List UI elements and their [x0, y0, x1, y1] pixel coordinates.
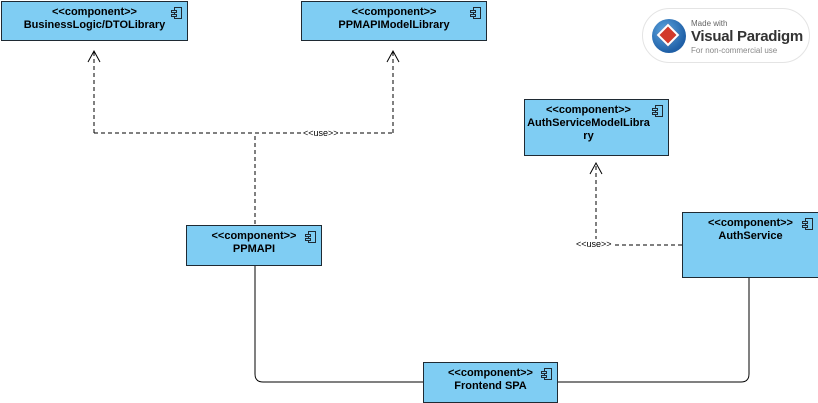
stereotype-label: <<component>>: [351, 6, 437, 18]
stereotype-label: <<component>>: [448, 367, 533, 379]
component-businesslogic[interactable]: <<component>> BusinessLogic/DTOLibrary: [1, 1, 188, 41]
component-name: AuthServiceModelLibrary: [527, 117, 650, 142]
component-icon: [171, 7, 182, 19]
component-name: AuthService: [718, 230, 783, 242]
component-name: PPMAPIModelLibrary: [338, 19, 450, 31]
dependency-label-ppmapi: <<use>>: [302, 128, 340, 138]
arrowhead-businesslogic: [87, 49, 101, 63]
watermark-line1: Made with: [691, 19, 728, 28]
component-name: Frontend SPA: [454, 380, 527, 392]
component-name: BusinessLogic/DTOLibrary: [23, 19, 166, 31]
component-icon: [541, 368, 552, 380]
watermark-brand: Visual Paradigm: [691, 28, 803, 45]
component-icon: [305, 231, 316, 243]
component-ppmapi[interactable]: <<component>> PPMAPI: [186, 225, 322, 266]
dependency-label-authservice: <<use>>: [575, 239, 613, 249]
stereotype-label: <<component>>: [708, 217, 793, 229]
stereotype-label: <<component>>: [52, 6, 137, 18]
stereotype-label: <<component>>: [211, 230, 297, 242]
component-name: PPMAPI: [232, 243, 276, 255]
watermark-line3: For non-commercial use: [691, 46, 778, 55]
stereotype-label: <<component>>: [546, 104, 631, 116]
use-dependency-ppmapi: [93, 52, 394, 224]
component-ppmapimodel[interactable]: <<component>> PPMAPIModelLibrary: [301, 1, 487, 41]
use-dependency-authservice: [595, 165, 682, 246]
arrowhead-ppmapimodel: [386, 49, 400, 63]
arrowhead-authservicemodel: [589, 161, 603, 175]
globe-logo-icon: [652, 19, 686, 53]
association-authservice-frontend: [558, 278, 750, 383]
component-frontend[interactable]: <<component>> Frontend SPA: [423, 362, 558, 403]
component-authservice[interactable]: <<component>> AuthService: [682, 212, 818, 278]
association-ppmapi-frontend: [254, 266, 423, 383]
component-icon: [470, 7, 481, 19]
component-icon: [652, 105, 663, 117]
visual-paradigm-watermark: Made with Visual Paradigm For non-commer…: [642, 8, 810, 63]
component-icon: [802, 218, 813, 230]
component-authservicemodel[interactable]: <<component>> AuthServiceModelLibrary: [524, 99, 669, 156]
